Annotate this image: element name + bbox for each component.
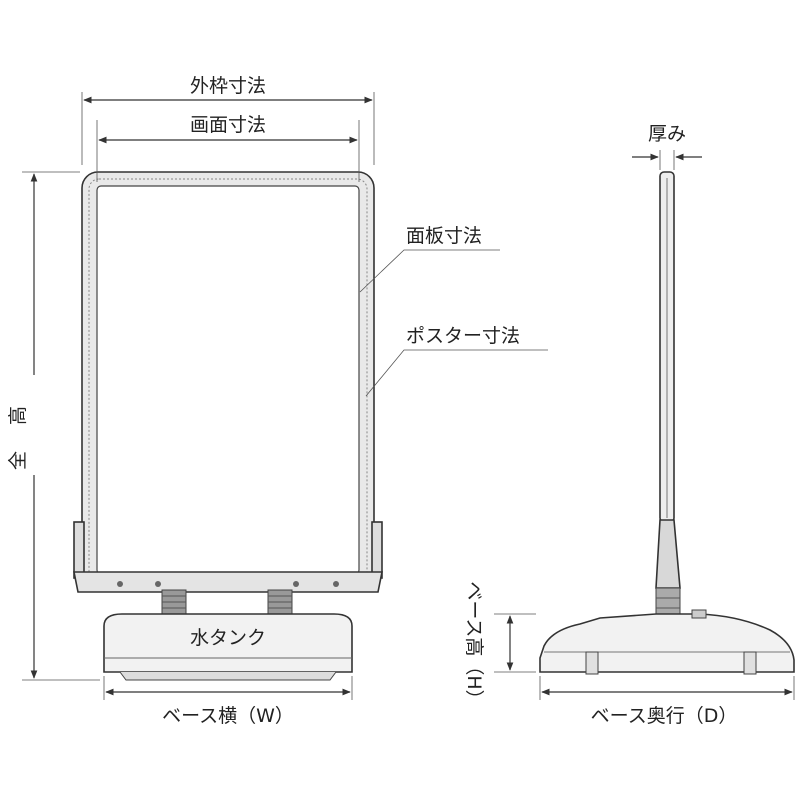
panel-face [96,185,360,575]
left-bracket [73,521,85,579]
front-view: 水タンク 外枠寸法 画面寸法 面板寸法 ポスター寸法 全高 ベース横（W） [7,75,548,727]
panel-label: 面板寸法 [406,225,482,247]
base-depth-label: ベース奥行（D） [591,705,738,727]
right-spring [267,589,293,617]
water-tank-label: 水タンク [190,627,266,649]
poster-leader [365,349,548,397]
right-bracket [371,521,383,579]
side-view: 厚み ベース高（H） ベース奥行（D） [463,123,795,727]
poster-label: ポスター寸法 [406,325,520,347]
side-base [539,613,795,673]
total-height-label: 全高 [7,380,29,470]
poster-outline [88,178,368,584]
side-support [655,519,681,589]
thickness-label: 厚み [648,123,686,145]
outer-frame-label: 外枠寸法 [190,75,266,97]
screen-label: 画面寸法 [190,114,266,136]
panel-leader [359,249,500,293]
left-spring [161,589,187,617]
base-height-label: ベース高（H） [463,581,485,708]
bottom-bar [73,571,383,593]
bottom-rivets [117,581,339,587]
base-width-label: ベース横（W） [162,705,294,727]
